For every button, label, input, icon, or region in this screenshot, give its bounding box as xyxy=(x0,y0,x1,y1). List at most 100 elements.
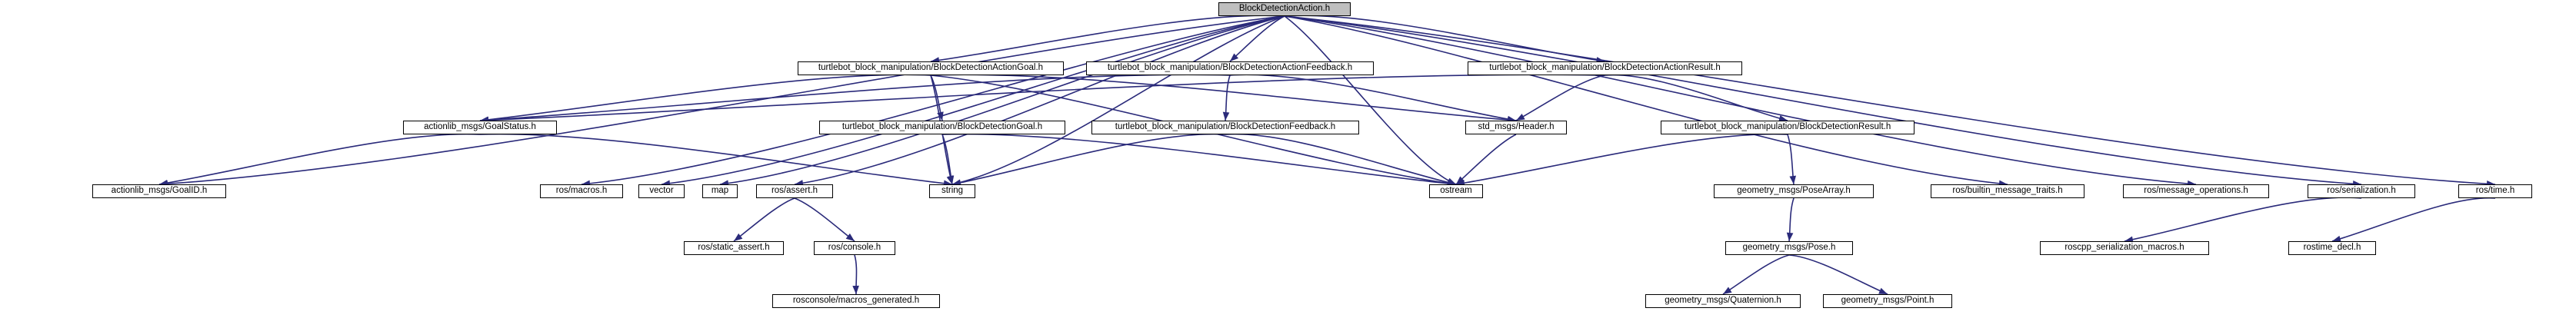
graph-edge xyxy=(951,133,1226,185)
graph-node-label: map xyxy=(711,186,729,196)
graph-edge xyxy=(2124,197,2362,242)
graph-node-detfeedback[interactable]: turtlebot_block_manipulation/BlockDetect… xyxy=(1091,121,1359,134)
graph-node-actfeedback[interactable]: turtlebot_block_manipulation/BlockDetect… xyxy=(1086,61,1374,75)
graph-node-rostimedecl[interactable]: rostime_decl.h xyxy=(2288,241,2376,255)
graph-edge-arrowhead xyxy=(1878,287,1888,294)
graph-edge-arrowhead xyxy=(1789,175,1797,184)
graph-edge xyxy=(1455,134,1517,185)
graph-edge xyxy=(951,15,1285,185)
graph-edge xyxy=(1284,15,2197,185)
graph-edge-arrowhead xyxy=(1778,115,1788,122)
graph-edge xyxy=(794,197,855,242)
graph-node-label: BlockDetectionAction.h xyxy=(1238,4,1331,14)
graph-node-label: ros/time.h xyxy=(2475,186,2515,196)
graph-node-staticassert[interactable]: ros/static_assert.h xyxy=(684,241,784,255)
graph-edge xyxy=(2331,197,2496,242)
graph-node-map[interactable]: map xyxy=(702,184,738,198)
graph-node-traits[interactable]: ros/builtin_message_traits.h xyxy=(1931,184,2084,198)
graph-edge xyxy=(158,133,481,185)
graph-node-ostream[interactable]: ostream xyxy=(1429,184,1483,198)
graph-node-label: ros/builtin_message_traits.h xyxy=(1952,186,2063,196)
graph-node-label: ros/message_operations.h xyxy=(2144,186,2248,196)
graph-node-label: turtlebot_block_manipulation/BlockDetect… xyxy=(1107,63,1353,73)
graph-node-label: rosconsole/macros_generated.h xyxy=(792,296,920,306)
graph-edge xyxy=(733,197,795,242)
graph-edge-arrowhead xyxy=(2332,235,2341,243)
graph-edge-arrowhead xyxy=(1222,111,1230,121)
graph-node-label: std_msgs/Header.h xyxy=(1478,122,1555,132)
graph-edge-arrowhead xyxy=(1786,232,1794,241)
graph-node-label: ros/serialization.h xyxy=(2327,186,2396,196)
graph-node-rosserialmacros[interactable]: roscpp_serialization_macros.h xyxy=(2040,241,2209,255)
graph-edge xyxy=(1722,254,1790,295)
graph-node-point[interactable]: geometry_msgs/Point.h xyxy=(1823,294,1952,308)
graph-edge xyxy=(941,133,1457,185)
graph-edge-arrowhead xyxy=(947,175,955,184)
graph-edge-arrowhead xyxy=(852,285,859,294)
graph-node-label: vector xyxy=(649,186,674,196)
graph-node-label: geometry_msgs/Pose.h xyxy=(1742,243,1836,253)
graph-node-label: geometry_msgs/Quaternion.h xyxy=(1665,296,1781,306)
graph-edge xyxy=(1284,15,2362,185)
graph-edge xyxy=(1455,133,1788,185)
graph-edge-arrowhead xyxy=(952,179,961,187)
graph-node-goalstatus[interactable]: actionlib_msgs/GoalStatus.h xyxy=(403,121,557,134)
graph-edge-arrowhead xyxy=(1230,53,1239,61)
graph-node-label: turtlebot_block_manipulation/BlockDetect… xyxy=(1684,122,1891,132)
graph-node-label: ostream xyxy=(1440,186,1472,196)
graph-edge xyxy=(1605,74,1788,121)
graph-edge-arrowhead xyxy=(1723,287,1732,294)
graph-node-msgops[interactable]: ros/message_operations.h xyxy=(2123,184,2269,198)
graph-node-label: turtlebot_block_manipulation/BlockDetect… xyxy=(1489,63,1721,73)
graph-node-label: turtlebot_block_manipulation/BlockDetect… xyxy=(1115,122,1336,132)
graph-node-time[interactable]: ros/time.h xyxy=(2458,184,2532,198)
graph-node-quaternion[interactable]: geometry_msgs/Quaternion.h xyxy=(1645,294,1801,308)
graph-node-actresult[interactable]: turtlebot_block_manipulation/BlockDetect… xyxy=(1468,61,1742,75)
graph-edge-arrowhead xyxy=(734,233,743,241)
graph-node-label: actionlib_msgs/GoalStatus.h xyxy=(424,122,536,132)
graph-edge xyxy=(581,15,1285,185)
graph-node-label: turtlebot_block_manipulation/BlockDetect… xyxy=(841,122,1043,132)
graph-edge-arrowhead xyxy=(1456,176,1465,184)
graph-node-goalid[interactable]: actionlib_msgs/GoalID.h xyxy=(92,184,226,198)
graph-edge xyxy=(158,15,1285,185)
graph-node-header[interactable]: std_msgs/Header.h xyxy=(1465,121,1567,134)
graph-node-posearray[interactable]: geometry_msgs/PoseArray.h xyxy=(1714,184,1874,198)
graph-edge-arrowhead xyxy=(1447,179,1456,186)
graph-edge xyxy=(1229,74,1517,121)
graph-node-detresult[interactable]: turtlebot_block_manipulation/BlockDetect… xyxy=(1661,121,1915,134)
graph-node-label: ros/assert.h xyxy=(771,186,818,196)
graph-node-root[interactable]: BlockDetectionAction.h xyxy=(1218,2,1351,16)
graph-edge xyxy=(479,74,1231,121)
graph-edge xyxy=(1284,15,2496,185)
graph-node-macrosgen[interactable]: rosconsole/macros_generated.h xyxy=(772,294,940,308)
graph-node-detgoal[interactable]: turtlebot_block_manipulation/BlockDetect… xyxy=(819,121,1065,134)
graph-edge xyxy=(719,15,1285,185)
graph-node-console[interactable]: ros/console.h xyxy=(814,241,895,255)
graph-node-serialization[interactable]: ros/serialization.h xyxy=(2308,184,2415,198)
graph-edge-arrowhead xyxy=(845,233,855,241)
graph-node-assert[interactable]: ros/assert.h xyxy=(756,184,833,198)
graph-edge xyxy=(661,15,1285,185)
graph-node-string[interactable]: string xyxy=(929,184,975,198)
graph-node-label: geometry_msgs/Point.h xyxy=(1841,296,1934,306)
graph-edge-arrowhead xyxy=(1516,113,1525,121)
graph-node-label: actionlib_msgs/GoalID.h xyxy=(111,186,208,196)
graph-node-label: ros/static_assert.h xyxy=(698,243,770,253)
graph-node-label: ros/console.h xyxy=(828,243,881,253)
graph-node-macros[interactable]: ros/macros.h xyxy=(540,184,623,198)
graph-node-vector[interactable]: vector xyxy=(638,184,685,198)
graph-node-actgoal[interactable]: turtlebot_block_manipulation/BlockDetect… xyxy=(798,61,1064,75)
graph-node-label: rostime_decl.h xyxy=(2303,243,2361,253)
graph-edge xyxy=(479,74,1605,121)
graph-edge xyxy=(1225,133,1457,185)
graph-node-label: string xyxy=(941,186,964,196)
graph-node-label: ros/macros.h xyxy=(555,186,608,196)
graph-node-label: turtlebot_block_manipulation/BlockDetect… xyxy=(818,63,1044,73)
graph-edge xyxy=(1515,75,1605,121)
graph-node-pose[interactable]: geometry_msgs/Pose.h xyxy=(1725,241,1853,255)
graph-edge xyxy=(794,15,1285,185)
graph-node-label: roscpp_serialization_macros.h xyxy=(2064,243,2184,253)
